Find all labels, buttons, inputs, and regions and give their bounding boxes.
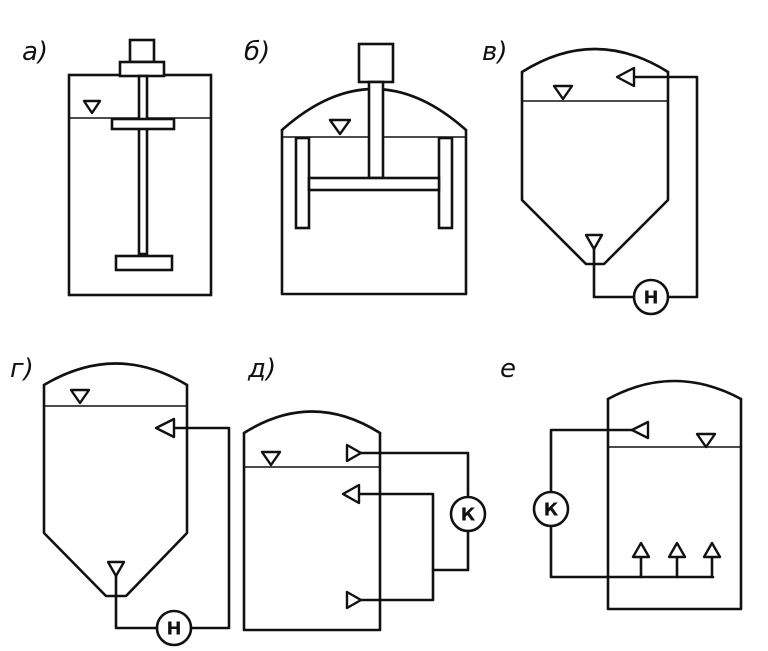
suction-nozzle-g	[106, 560, 126, 578]
suction-nozzle-v	[584, 233, 604, 251]
middle-pipe-d	[357, 492, 435, 572]
diagram-b: б)	[244, 37, 468, 296]
level-marker-v	[552, 84, 574, 101]
label-v: в)	[482, 37, 507, 67]
label-e: е	[500, 354, 516, 384]
frame-crossbar-b	[307, 176, 441, 192]
diagram-g: г) Н	[10, 354, 231, 647]
shaft-b	[367, 80, 385, 180]
level-marker-a	[82, 99, 102, 115]
vessel-lid-g	[42, 362, 189, 387]
level-marker-e	[695, 432, 717, 449]
label-a: а)	[22, 37, 48, 67]
diagram-v: в) Н	[482, 37, 699, 316]
vessel-b	[280, 128, 468, 296]
vessel-lid-d	[242, 410, 382, 435]
shaft-a	[137, 74, 149, 256]
gas-inlet-nozzle-d	[345, 590, 363, 610]
compressor-label-d: К	[461, 505, 476, 526]
upper-blade-a	[110, 117, 176, 131]
gas-outlet-nozzle-d	[345, 443, 363, 463]
compressor-label-e: К	[544, 500, 559, 521]
vessel-d	[242, 431, 382, 632]
level-marker-d	[260, 450, 282, 467]
suction-pipe-v	[592, 247, 636, 299]
label-b: б)	[244, 37, 270, 67]
diagram-e: е К	[500, 354, 743, 611]
return-pipe-v	[632, 75, 699, 299]
motor-a	[128, 38, 156, 64]
middle-nozzle-d	[341, 483, 361, 505]
pump-label-g: Н	[166, 619, 181, 640]
sparger-pipe-e	[549, 524, 715, 579]
return-nozzle-g	[154, 417, 176, 439]
pump-label-v: Н	[643, 288, 658, 309]
gas-outlet-pipe-e	[549, 428, 634, 494]
lower-blade-a	[114, 254, 174, 272]
diagram-a: а)	[22, 37, 213, 297]
level-marker-b	[328, 118, 352, 136]
level-marker-g	[69, 388, 91, 405]
frame-left-b	[294, 136, 311, 230]
motor-mount-a	[118, 60, 166, 78]
return-pipe-g	[172, 426, 231, 630]
diagram-d: д) К	[242, 354, 487, 632]
vessel-lid-v	[520, 47, 670, 74]
vessel-e	[606, 397, 743, 611]
gas-inlet-pipe-d	[359, 529, 470, 602]
vessel-lid-e	[606, 379, 743, 401]
bubbler-2-e	[667, 541, 687, 559]
bubbler-3-e	[702, 541, 722, 559]
gas-outlet-nozzle-e	[630, 420, 650, 440]
bubbler-1-e	[631, 541, 651, 559]
label-g: г)	[10, 354, 34, 384]
return-nozzle-v	[615, 66, 636, 88]
frame-right-b	[437, 136, 454, 230]
motor-b	[357, 42, 395, 84]
gas-outlet-pipe-d	[359, 451, 470, 499]
suction-pipe-g	[114, 574, 159, 630]
label-d: д)	[247, 354, 276, 384]
